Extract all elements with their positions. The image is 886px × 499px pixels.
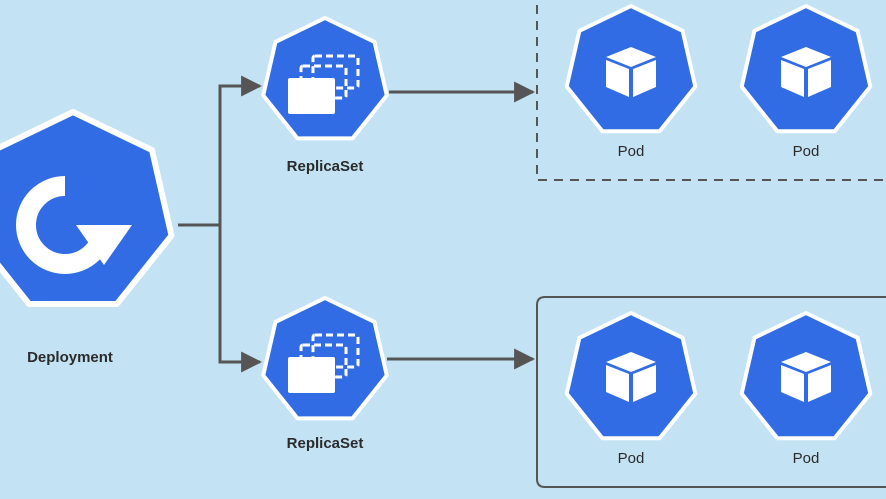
deployment-node: Deployment — [0, 109, 175, 366]
replicaset-label: ReplicaSet — [287, 435, 364, 452]
stacked-rectangles-icon — [288, 333, 360, 393]
deployment-to-replicaset-bottom-connector — [218, 225, 263, 373]
deployment-label: Deployment — [27, 349, 113, 366]
rotate-clockwise-arrow-icon — [16, 176, 132, 274]
pod-node: Pod — [739, 4, 873, 160]
connector-lines — [178, 75, 536, 373]
cube-icon — [606, 47, 656, 97]
pod-label: Pod — [793, 450, 820, 467]
pod-node: Pod — [564, 311, 698, 467]
stacked-rectangles-icon — [288, 54, 360, 114]
replicaset-node-bottom: ReplicaSet — [261, 296, 389, 452]
cube-icon — [606, 352, 656, 402]
pod-heptagon — [739, 4, 873, 134]
deployment-to-replicaset-top-connector — [178, 75, 263, 227]
pod-group-dashed-border — [536, 5, 886, 181]
pod-node: Pod — [564, 4, 698, 160]
replicaset-label: ReplicaSet — [287, 158, 364, 175]
pod-label: Pod — [618, 143, 645, 160]
pod-heptagon — [564, 4, 698, 134]
pod-group-solid-border — [536, 296, 886, 488]
pod-heptagon — [739, 311, 873, 441]
pod-node: Pod — [739, 311, 873, 467]
cube-icon — [781, 47, 831, 97]
pod-label: Pod — [793, 143, 820, 160]
cube-icon — [781, 352, 831, 402]
pod-label: Pod — [618, 450, 645, 467]
replicaset-node-top: ReplicaSet — [261, 16, 389, 175]
pod-heptagon — [564, 311, 698, 441]
